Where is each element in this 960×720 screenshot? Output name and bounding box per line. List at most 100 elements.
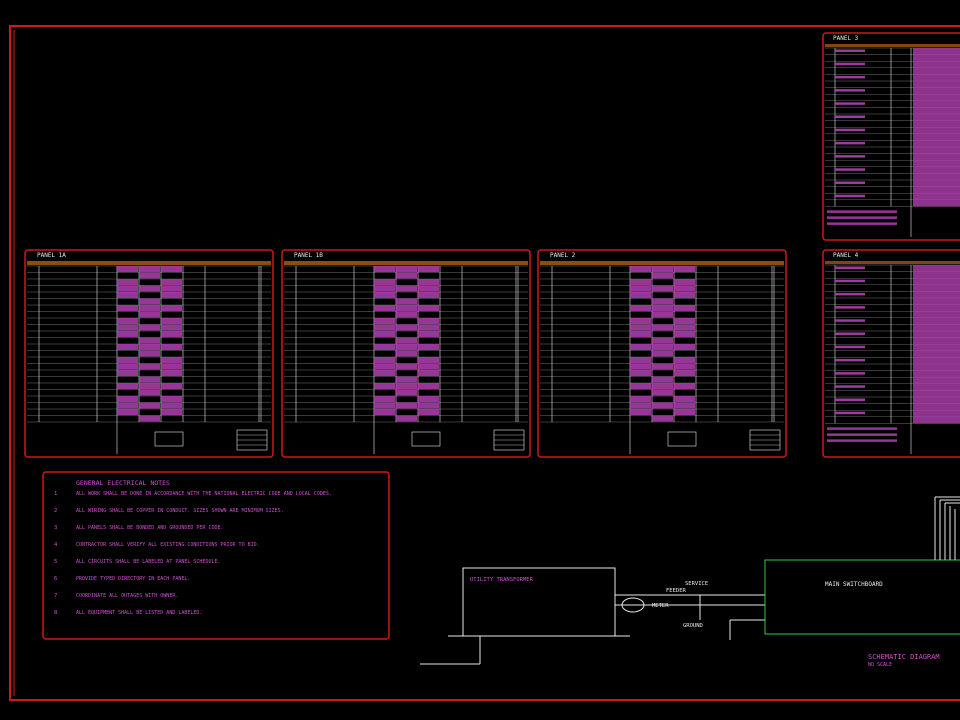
note-text: COORDINATE ALL OUTAGES WITH OWNER.: [76, 593, 178, 599]
meter-label: METER: [652, 603, 669, 609]
meter-symbol: [621, 597, 645, 613]
note-number: 6: [54, 576, 57, 582]
panel-circuit-cell: [374, 266, 395, 272]
panel-circuit-cell: [139, 324, 160, 331]
panel-circuit-cell: [674, 331, 695, 337]
panel-circuit-cell: [396, 266, 417, 272]
panel-circuit-cell: [396, 415, 417, 422]
panel-load-text: [835, 194, 865, 198]
panel-circuit-cell: [139, 376, 160, 383]
panel-circuit-cell: [674, 396, 695, 402]
panel-circuit-cell: [139, 402, 160, 409]
schematic-labels: UTILITY TRANSFORMER METER SERVICE FEEDER…: [470, 577, 940, 668]
panel-circuit-cell: [418, 318, 439, 324]
panel-circuit-cell: [630, 285, 651, 292]
panel-load-text: [835, 155, 865, 158]
panel-circuit-cell: [139, 337, 160, 344]
panel-circuit-cell: [161, 324, 182, 331]
panel-circuit-cell: [630, 305, 651, 311]
panel-circuit-cell: [117, 383, 138, 389]
panel-circuit-cell: [418, 292, 439, 298]
panel-circuit-cell: [161, 402, 182, 409]
notes-title: GENERAL ELECTRICAL NOTES: [76, 479, 170, 487]
panel-circuit-cell: [374, 409, 395, 415]
panel-circuit-cell: [418, 363, 439, 370]
note-text: ALL EQUIPMENT SHALL BE LISTED AND LABELE…: [76, 610, 202, 616]
panel-load-text: [835, 372, 865, 375]
panel-load-text: [835, 62, 865, 66]
panel-circuit-cell: [161, 292, 182, 298]
panel-title: PANEL 1A: [37, 252, 66, 259]
panel-load-text: [835, 115, 865, 118]
panel-circuit-cell: [630, 402, 651, 409]
panel-circuit-cell: [161, 363, 182, 370]
panel-circuit-cell: [117, 266, 138, 272]
panel-circuit-cell: [117, 331, 138, 337]
note-text: ALL WIRING SHALL BE COPPER IN CONDUIT. S…: [76, 508, 284, 514]
panel-circuit-cell: [161, 370, 182, 376]
panel-circuit-cell: [418, 370, 439, 376]
panel-circuit-cell: [674, 344, 695, 350]
panel-schedule-right-bottom: PANEL 4: [822, 249, 960, 458]
panel-circuit-cell: [139, 272, 160, 279]
panel-circuit-cell: [117, 409, 138, 415]
panel-circuit-cell: [161, 344, 182, 350]
panel-schedule-2: PANEL 1B: [281, 249, 531, 458]
panel-circuit-cell: [674, 292, 695, 298]
panel-circuit-cell: [652, 305, 673, 311]
panel-load-text: [835, 181, 865, 184]
panel-load-text: [835, 75, 865, 79]
panel-circuit-cell: [139, 389, 160, 396]
note-text: ALL WORK SHALL BE DONE IN ACCORDANCE WIT…: [76, 491, 332, 497]
note-number: 7: [54, 593, 57, 599]
panel-circuit-cell: [161, 285, 182, 292]
panel-circuit-cell: [652, 350, 673, 357]
panel-circuit-cell: [652, 415, 673, 422]
panel-header-row: [825, 44, 960, 47]
panel-circuit-cell: [374, 396, 395, 402]
panel-circuit-cell: [374, 383, 395, 389]
panel-circuit-cell: [674, 285, 695, 292]
panel-circuit-cell: [418, 344, 439, 350]
panel-circuit-cell: [374, 324, 395, 331]
panel-circuit-block: [913, 265, 960, 424]
panel-circuit-cell: [674, 383, 695, 389]
panel-load-text: [835, 411, 865, 415]
panel-circuit-cell: [161, 318, 182, 324]
panel-title: PANEL 2: [550, 252, 576, 259]
panel-load-text: [835, 385, 865, 388]
panel-circuit-cell: [418, 324, 439, 331]
panel-border: [537, 249, 787, 458]
panel-circuit-cell: [139, 285, 160, 292]
panel-load-text: [835, 345, 865, 349]
panel-circuit-cell: [161, 396, 182, 402]
diagram-subtitle: NO SCALE: [868, 662, 892, 668]
panel-circuit-cell: [630, 324, 651, 331]
panel-circuit-cell: [374, 279, 395, 285]
panel-circuit-cell: [139, 344, 160, 350]
ground-label: GROUND: [683, 623, 703, 629]
panel-circuit-cell: [374, 363, 395, 370]
panel-load-text: [835, 266, 865, 269]
panel-circuit-cell: [161, 279, 182, 285]
panel-footer-box: [667, 431, 697, 447]
panel-circuit-cell: [418, 279, 439, 285]
feeder-label: FEEDER: [666, 588, 687, 594]
panel-circuit-cell: [396, 344, 417, 350]
panel-circuit-cell: [117, 285, 138, 292]
panel-circuit-cell: [161, 305, 182, 311]
service-label: SERVICE: [685, 581, 708, 587]
panel-circuit-cell: [652, 389, 673, 396]
panel-circuit-cell: [161, 357, 182, 363]
panel-load-text: [835, 128, 865, 132]
note-number: 8: [54, 610, 57, 616]
panel-circuit-cell: [117, 305, 138, 311]
panel-circuit-cell: [117, 363, 138, 370]
main-switchboard-box: [764, 559, 960, 635]
panel-circuit-cell: [139, 311, 160, 318]
panel-circuit-cell: [117, 292, 138, 298]
panel-border: [822, 249, 960, 458]
panel-footer-text: [827, 210, 897, 213]
panel-footer-text: [827, 222, 897, 225]
